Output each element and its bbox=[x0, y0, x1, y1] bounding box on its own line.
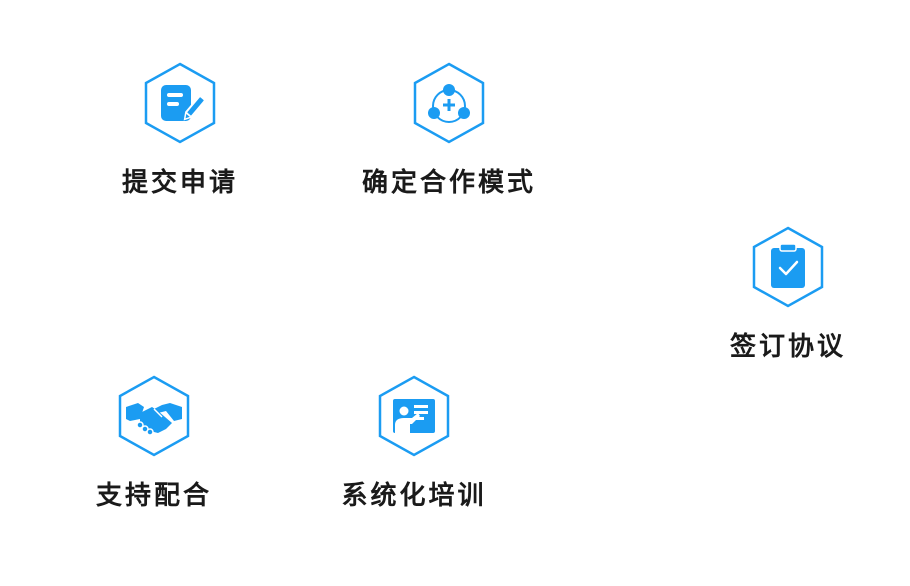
network-add-icon bbox=[413, 62, 485, 144]
step-support-cooperation: 支持配合 bbox=[44, 375, 264, 512]
step-submit-application: 提交申请 bbox=[70, 62, 290, 199]
edit-document-icon bbox=[144, 62, 216, 144]
step-label: 系统化培训 bbox=[341, 481, 487, 511]
step-label: 支持配合 bbox=[95, 481, 212, 511]
step-label: 签订协议 bbox=[729, 332, 846, 362]
presentation-training-icon bbox=[378, 375, 450, 457]
step-label: 确定合作模式 bbox=[361, 168, 536, 198]
step-confirm-cooperation-mode: 确定合作模式 bbox=[339, 62, 559, 199]
clipboard-check-icon bbox=[752, 226, 824, 308]
handshake-icon bbox=[118, 375, 190, 457]
step-sign-agreement: 签订协议 bbox=[678, 226, 898, 363]
step-systematic-training: 系统化培训 bbox=[304, 375, 524, 512]
step-label: 提交申请 bbox=[121, 168, 238, 198]
